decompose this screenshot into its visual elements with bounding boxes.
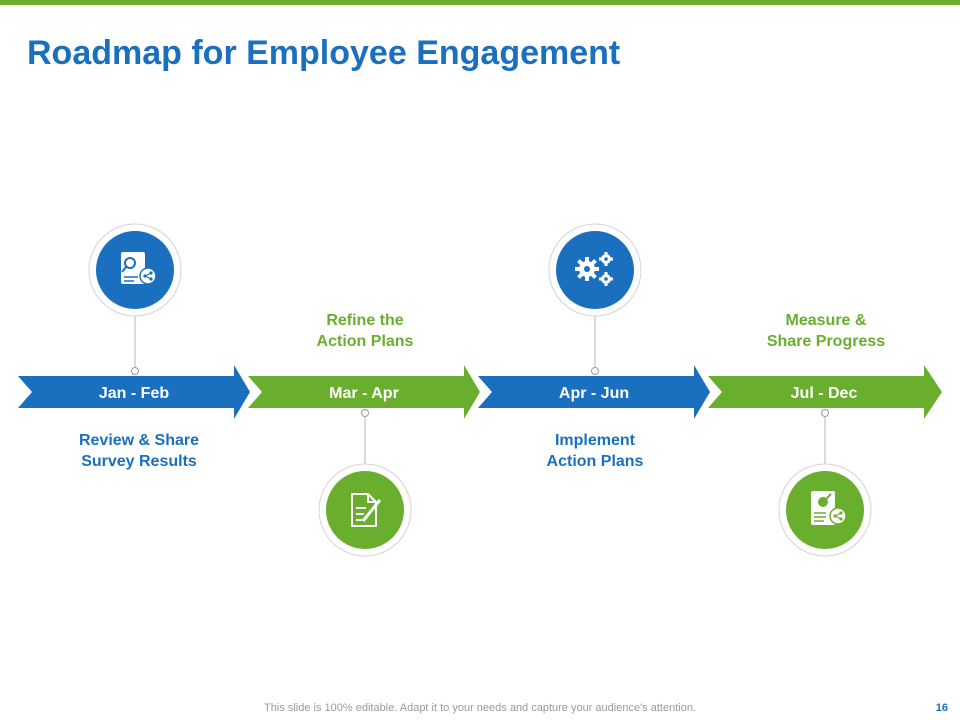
phase-icon-circle-1 [88,223,182,317]
phase-caption-4-line-2: Share Progress [766,333,886,350]
page-number: 16 [935,702,948,714]
gears-icon [575,252,613,286]
document-edit-icon [351,493,382,527]
top-accent-bar [0,0,960,5]
phase-caption-1: Review & Share Survey Results [49,430,229,472]
connector-dot-2 [361,409,369,417]
report-share-icon [811,491,847,525]
phase-period-2: Mar - Apr [329,385,399,402]
phase-arrow-3 [478,365,710,419]
phase-icon-circle-2 [318,463,412,557]
phase-caption-3-line-1: Implement [554,432,635,449]
phase-caption-1-line-2: Survey Results [81,453,197,470]
survey-share-icon [121,252,157,285]
connector-dot-1 [131,367,139,375]
phase-period-4: Jul - Dec [791,385,858,402]
phase-caption-4-line-1: Measure & [785,312,867,329]
phase-period-1: Jan - Feb [99,385,169,402]
connector-dot-4 [821,409,829,417]
phase-caption-4: Measure & Share Progress [736,310,916,352]
phase-arrow-4 [708,365,942,419]
phase-caption-3: Implement Action Plans [505,430,685,472]
phase-icon-circle-4 [778,463,872,557]
phase-arrow-1 [18,365,250,419]
phase-caption-2: Refine the Action Plans [275,310,455,352]
phase-caption-2-line-1: Refine the [326,312,404,329]
phase-arrow-2 [248,365,480,419]
phase-icon-circle-3 [548,223,642,317]
page-title: Roadmap for Employee Engagement [27,34,621,72]
phase-caption-1-line-1: Review & Share [78,432,200,449]
connector-dot-3 [591,367,599,375]
footer-note: This slide is 100% editable. Adapt it to… [264,702,696,714]
phase-caption-2-line-2: Action Plans [316,333,414,350]
phase-period-3: Apr - Jun [559,385,629,402]
phase-caption-3-line-2: Action Plans [546,453,644,470]
